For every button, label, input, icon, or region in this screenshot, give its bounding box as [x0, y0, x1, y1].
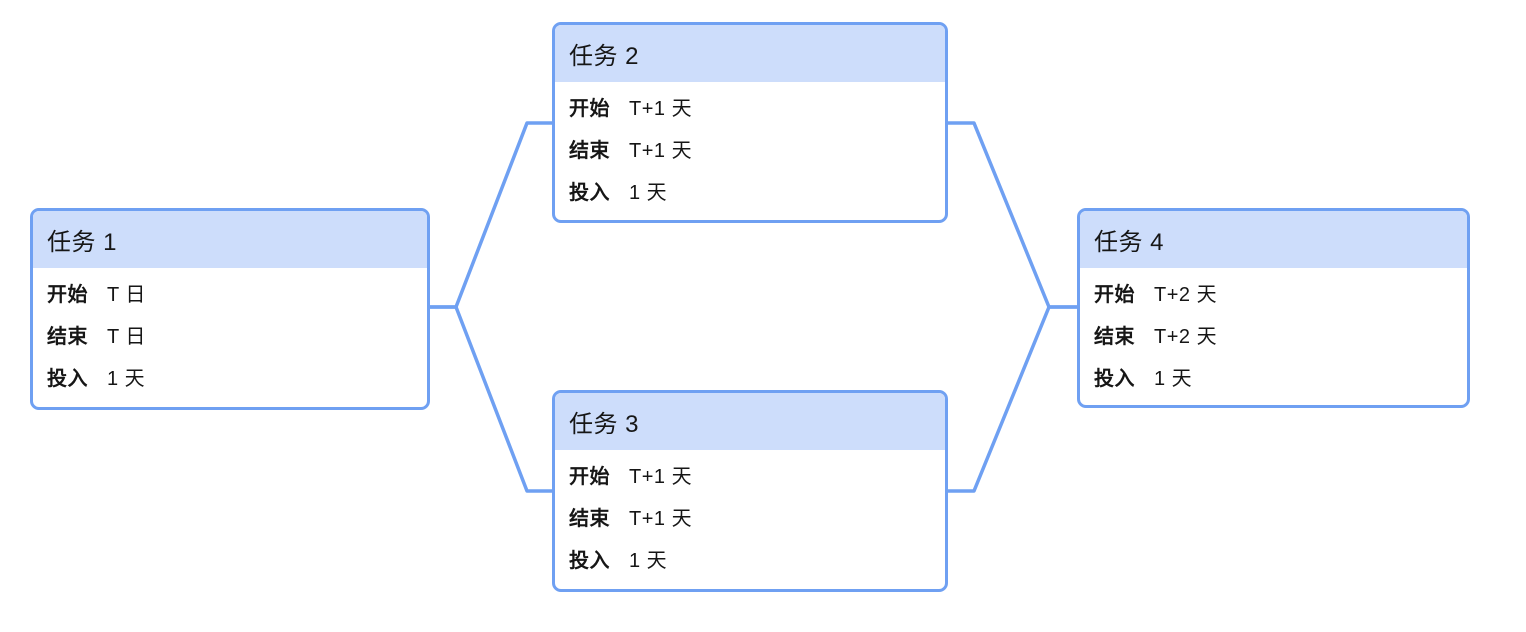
- start-row: 开始 T+2 天: [1094, 282, 1453, 309]
- end-label: 结束: [1094, 326, 1135, 348]
- start-row: 开始 T+1 天: [569, 96, 931, 123]
- end-row: 结束 T+1 天: [569, 506, 931, 533]
- effort-row: 投入 1 天: [47, 366, 413, 393]
- start-label: 开始: [47, 284, 88, 306]
- start-row: 开始 T 日: [47, 282, 413, 309]
- task-node-1-body: 开始 T 日 结束 T 日 投入 1 天: [33, 268, 427, 393]
- effort-value: 1 天: [107, 368, 146, 390]
- end-label: 结束: [47, 326, 88, 348]
- end-label: 结束: [569, 140, 610, 162]
- end-value: T+1 天: [629, 508, 693, 530]
- task-node-1-title: 任务 1: [33, 211, 427, 268]
- end-row: 结束 T+2 天: [1094, 324, 1453, 351]
- effort-label: 投入: [1094, 368, 1135, 390]
- task-node-4-title: 任务 4: [1080, 211, 1467, 268]
- task-node-2-title: 任务 2: [555, 25, 945, 82]
- task-node-3[interactable]: 任务 3 开始 T+1 天 结束 T+1 天 投入 1 天: [552, 390, 948, 592]
- edge-task3-task4: [948, 305, 1077, 493]
- edge-task1-task2: [430, 121, 552, 309]
- end-value: T+1 天: [629, 140, 693, 162]
- effort-value: 1 天: [629, 182, 668, 204]
- effort-label: 投入: [569, 550, 610, 572]
- start-label: 开始: [569, 466, 610, 488]
- task-node-1[interactable]: 任务 1 开始 T 日 结束 T 日 投入 1 天: [30, 208, 430, 410]
- effort-row: 投入 1 天: [569, 548, 931, 575]
- start-label: 开始: [1094, 284, 1135, 306]
- start-row: 开始 T+1 天: [569, 464, 931, 491]
- start-value: T+1 天: [629, 98, 693, 120]
- effort-label: 投入: [47, 368, 88, 390]
- effort-value: 1 天: [1154, 368, 1193, 390]
- task-node-2-body: 开始 T+1 天 结束 T+1 天 投入 1 天: [555, 82, 945, 207]
- end-value: T+2 天: [1154, 326, 1218, 348]
- task-node-3-title: 任务 3: [555, 393, 945, 450]
- start-value: T+1 天: [629, 466, 693, 488]
- end-value: T 日: [107, 326, 146, 348]
- end-row: 结束 T 日: [47, 324, 413, 351]
- task-node-3-body: 开始 T+1 天 结束 T+1 天 投入 1 天: [555, 450, 945, 575]
- effort-label: 投入: [569, 182, 610, 204]
- task-node-4-body: 开始 T+2 天 结束 T+2 天 投入 1 天: [1080, 268, 1467, 393]
- task-node-4[interactable]: 任务 4 开始 T+2 天 结束 T+2 天 投入 1 天: [1077, 208, 1470, 408]
- effort-row: 投入 1 天: [569, 180, 931, 207]
- end-row: 结束 T+1 天: [569, 138, 931, 165]
- edge-task2-task4: [948, 121, 1077, 309]
- task-node-2[interactable]: 任务 2 开始 T+1 天 结束 T+1 天 投入 1 天: [552, 22, 948, 223]
- effort-value: 1 天: [629, 550, 668, 572]
- start-value: T 日: [107, 284, 146, 306]
- start-label: 开始: [569, 98, 610, 120]
- edge-task1-task3: [430, 305, 552, 493]
- end-label: 结束: [569, 508, 610, 530]
- effort-row: 投入 1 天: [1094, 366, 1453, 393]
- start-value: T+2 天: [1154, 284, 1218, 306]
